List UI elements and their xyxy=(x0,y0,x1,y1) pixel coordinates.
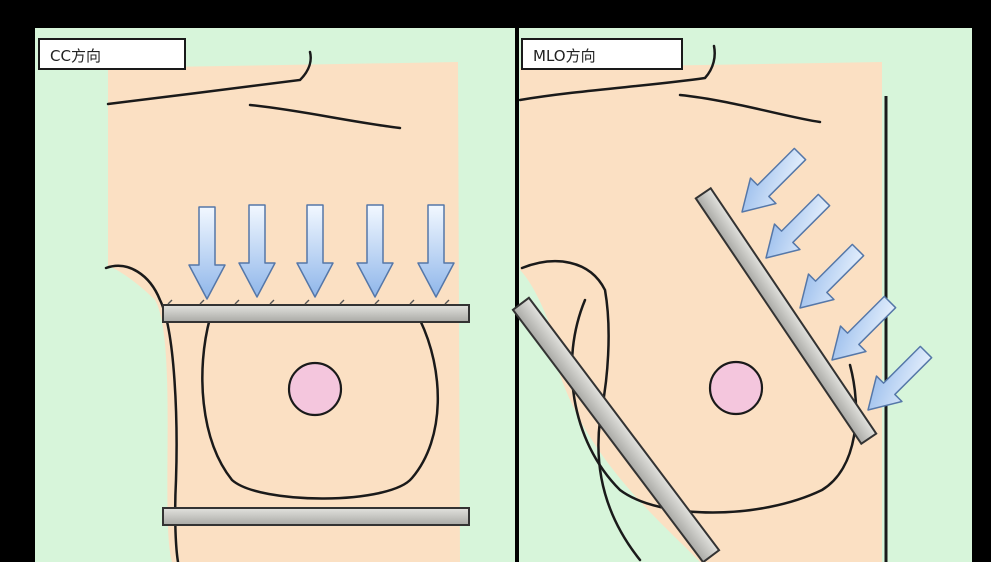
cc-nipple xyxy=(289,363,341,415)
cc-lower-compression-plate-icon xyxy=(163,508,469,525)
mlo-nipple xyxy=(710,362,762,414)
mlo-view-label: MLO方向 xyxy=(521,38,683,70)
cc-upper-compression-plate-icon xyxy=(163,305,469,322)
cc-view-label: CC方向 xyxy=(38,38,186,70)
